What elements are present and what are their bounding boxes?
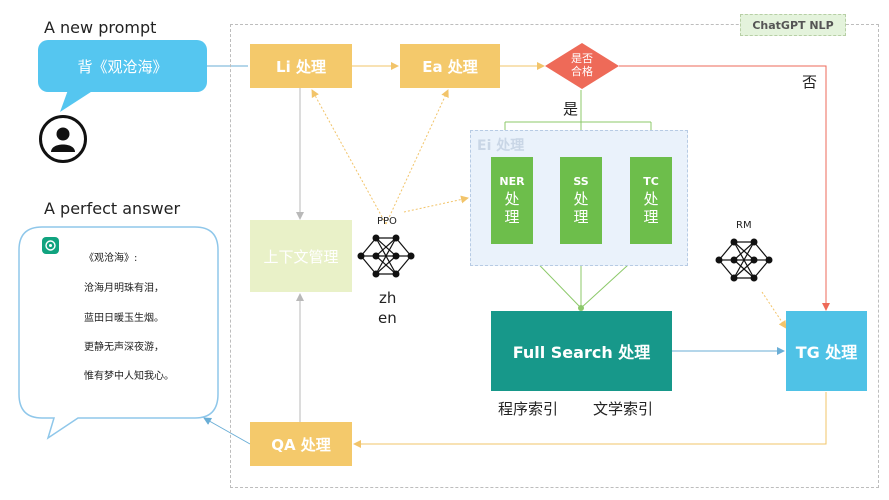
poem-line: 更静无声深夜游， — [84, 342, 164, 353]
answer-bubble — [18, 226, 219, 440]
poem-line: 《观沧海》: — [84, 253, 138, 264]
ner-node: NER 处 理 — [491, 157, 533, 244]
answer-label: A perfect answer — [44, 199, 181, 218]
ei-label: Ei 处理 — [477, 138, 525, 154]
ner-sub: 处 理 — [504, 189, 520, 226]
ppo-label: PPO — [377, 216, 397, 227]
neural-net-icon — [357, 234, 415, 278]
poem-line: 惟有梦中人知我心。 — [84, 371, 174, 382]
tg-node: TG 处理 — [786, 311, 867, 391]
decision-line1: 是否 — [571, 52, 593, 65]
full-search-node: Full Search 处理 — [491, 311, 672, 391]
user-icon — [51, 127, 75, 152]
tc-sub: 处 理 — [643, 189, 659, 226]
rm-label: RM — [736, 220, 752, 231]
tc-title: TC — [643, 175, 659, 189]
ss-title: SS — [573, 175, 589, 189]
decision-diamond — [545, 43, 619, 89]
edge-decision-tg — [619, 65, 830, 311]
bubble-shape — [38, 40, 207, 112]
tc-node: TC 处 理 — [630, 157, 672, 244]
chatgpt-logo-icon — [42, 237, 59, 254]
decision-label: 是否 合格 — [544, 52, 620, 78]
prompt-bubble: 背《观沧海》 — [38, 40, 207, 112]
ner-title: NER — [499, 175, 525, 189]
neural-net-icon — [715, 238, 773, 282]
edge-tg-qa — [353, 392, 827, 448]
poem-line: 蓝田日暖玉生烟。 — [84, 313, 164, 324]
en-label: en — [378, 309, 397, 327]
decision-line2: 合格 — [571, 65, 593, 78]
prompt-text: 背《观沧海》 — [77, 57, 168, 76]
zh-label: zh — [379, 289, 397, 307]
no-label: 否 — [802, 73, 818, 91]
pipeline-frame — [230, 24, 879, 488]
prompt-label: A new prompt — [44, 18, 157, 37]
index-program: 程序索引 — [498, 400, 559, 418]
context-node: 上下文管理 — [250, 220, 352, 292]
ea-node: Ea 处理 — [400, 44, 500, 88]
user-avatar — [39, 115, 87, 163]
qa-node: QA 处理 — [250, 422, 352, 466]
yes-label: 是 — [563, 100, 579, 118]
edge-qa-answer — [203, 417, 251, 445]
li-node: Li 处理 — [250, 44, 352, 88]
ss-sub: 处 理 — [573, 189, 589, 226]
frame-tag: ChatGPT NLP — [740, 14, 846, 36]
poem-line: 沧海月明珠有泪， — [84, 283, 164, 294]
index-literature: 文学索引 — [593, 400, 654, 418]
ss-node: SS 处 理 — [560, 157, 602, 244]
